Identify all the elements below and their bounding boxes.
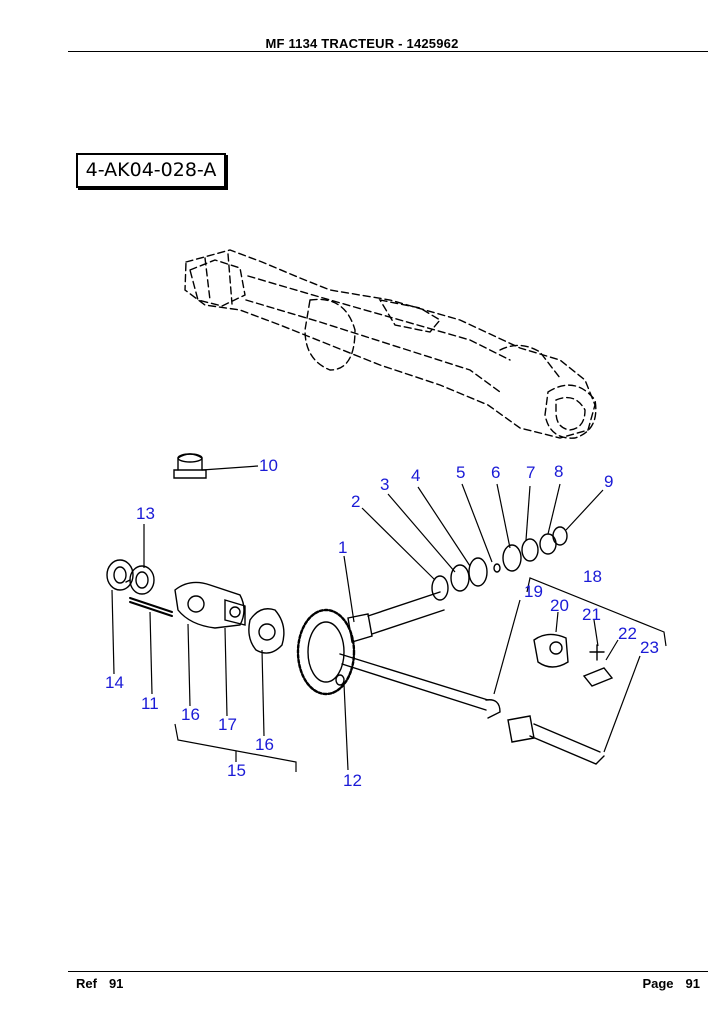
callout-11: 11	[141, 694, 159, 713]
callout-9: 9	[604, 472, 613, 491]
footer-ref-label: Ref	[76, 976, 97, 991]
callout-8: 8	[554, 462, 563, 481]
callout-12: 12	[343, 771, 362, 790]
callout-2: 2	[351, 492, 360, 511]
callout-13: 13	[136, 504, 155, 523]
callout-17: 17	[218, 715, 237, 734]
callout-4: 4	[411, 466, 420, 485]
callout-22: 22	[618, 624, 637, 643]
leader-lines	[111, 465, 667, 772]
part-differential-case-half-illustration	[248, 608, 285, 654]
callout-19: 19	[524, 582, 543, 601]
footer-page-value: 91	[685, 976, 700, 991]
callout-21: 21	[582, 605, 601, 624]
page-title: MF 1134 TRACTEUR - 1425962	[265, 36, 459, 51]
callout-18: 18	[583, 567, 602, 586]
callout-14: 14	[105, 673, 124, 692]
part-bearing-cone-illustration	[125, 565, 155, 595]
footer-ref: Ref 91	[76, 976, 123, 991]
callout-16-left: 16	[181, 705, 200, 724]
axle-housing-illustration	[184, 249, 597, 439]
part-half-shaft-illustration	[339, 653, 501, 719]
header-rule	[68, 51, 708, 52]
part-differential-case-illustration	[174, 581, 246, 629]
footer-page-label: Page	[642, 976, 674, 991]
footer-rule	[68, 971, 708, 972]
callout-3: 3	[380, 475, 389, 494]
part-bearing-cup-illustration	[106, 559, 134, 591]
footer-page: Page 91	[642, 976, 700, 991]
callout-16-right: 16	[255, 735, 274, 754]
footer-ref-value: 91	[108, 976, 124, 991]
callout-1: 1	[338, 538, 347, 557]
callout-15: 15	[227, 761, 246, 780]
callout-5: 5	[456, 463, 465, 482]
part-pinion-illustration	[347, 591, 445, 643]
part-breather-illustration	[173, 453, 207, 479]
callout-10: 10	[259, 456, 278, 475]
part-crown-wheel-illustration	[296, 608, 356, 696]
callout-7: 7	[526, 463, 535, 482]
part-stub-shaft-illustration	[507, 715, 605, 765]
callout-6: 6	[491, 463, 500, 482]
callout-23: 23	[640, 638, 659, 657]
part-universal-joint-illustration	[533, 633, 614, 687]
diagram-reference-code: 4-AK04-028-A	[76, 153, 226, 188]
part-bolt-illustration	[129, 597, 173, 617]
callout-20: 20	[550, 596, 569, 615]
